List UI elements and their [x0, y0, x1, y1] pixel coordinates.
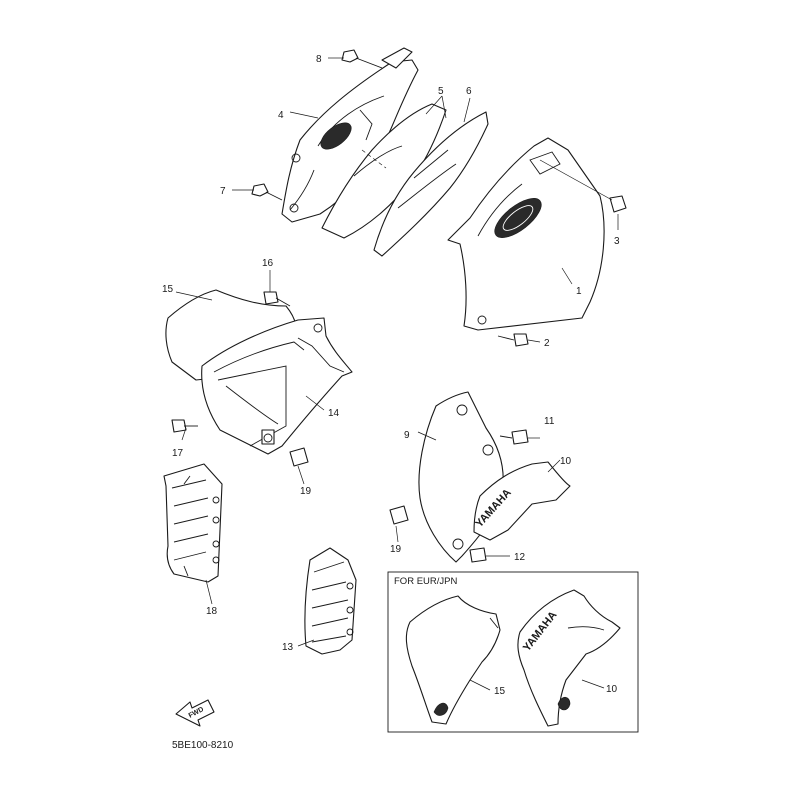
clip-19-left [289, 447, 309, 467]
callout-13: 13 [282, 642, 294, 653]
callout-3: 3 [614, 236, 620, 247]
bolt-7 [251, 183, 283, 201]
callout-14: 14 [328, 408, 340, 419]
part-1-side-cover [447, 137, 605, 331]
part-13-radiator [304, 547, 357, 655]
callout-19-left: 19 [300, 486, 312, 497]
inset-title: FOR EUR/JPN [394, 576, 457, 587]
part-5-panel [321, 103, 447, 239]
inset-part-10: YAMAHA [517, 589, 621, 727]
bolt-11 [499, 429, 529, 445]
callout-19-right: 19 [390, 544, 402, 555]
callout-16: 16 [262, 258, 274, 269]
callout-5: 5 [438, 86, 444, 97]
callout-12: 12 [514, 552, 526, 563]
leader-lines [175, 57, 619, 647]
bolt-17 [171, 419, 198, 433]
bolt-8 [341, 49, 383, 69]
callout-numbers: 8 4 5 6 7 3 1 2 16 15 14 17 19 9 11 10 1… [162, 54, 620, 653]
callout-4: 4 [278, 110, 284, 121]
callout-10-inset: 10 [606, 684, 618, 695]
callout-1: 1 [576, 286, 582, 297]
part-4-side-cover [281, 47, 419, 223]
callout-17: 17 [172, 448, 184, 459]
part-10-graphic: YAMAHA [473, 461, 571, 541]
callout-2: 2 [544, 338, 550, 349]
callout-7: 7 [220, 186, 226, 197]
bolt-12 [469, 547, 487, 563]
bolt-3 [609, 195, 627, 213]
callout-15-inset: 15 [494, 686, 506, 697]
callout-9: 9 [404, 430, 410, 441]
part-18-radiator [163, 463, 223, 583]
fwd-arrow-icon: FWD [175, 699, 215, 727]
callout-18: 18 [206, 606, 218, 617]
bolt-16 [263, 291, 291, 307]
callout-10: 10 [560, 456, 572, 467]
callout-8: 8 [316, 54, 322, 65]
inset-part-15 [405, 595, 501, 725]
callout-11: 11 [544, 416, 555, 427]
part-6-panel [373, 111, 489, 257]
bolt-2 [497, 333, 529, 347]
callout-15: 15 [162, 284, 174, 295]
inset-eur-jpn: FOR EUR/JPN YAMAHA 15 10 [387, 571, 639, 733]
callout-6: 6 [466, 86, 472, 97]
drawing-code: 5BE100-8210 [172, 740, 234, 751]
part-14-shroud [201, 317, 353, 455]
clip-19-right [389, 505, 409, 525]
